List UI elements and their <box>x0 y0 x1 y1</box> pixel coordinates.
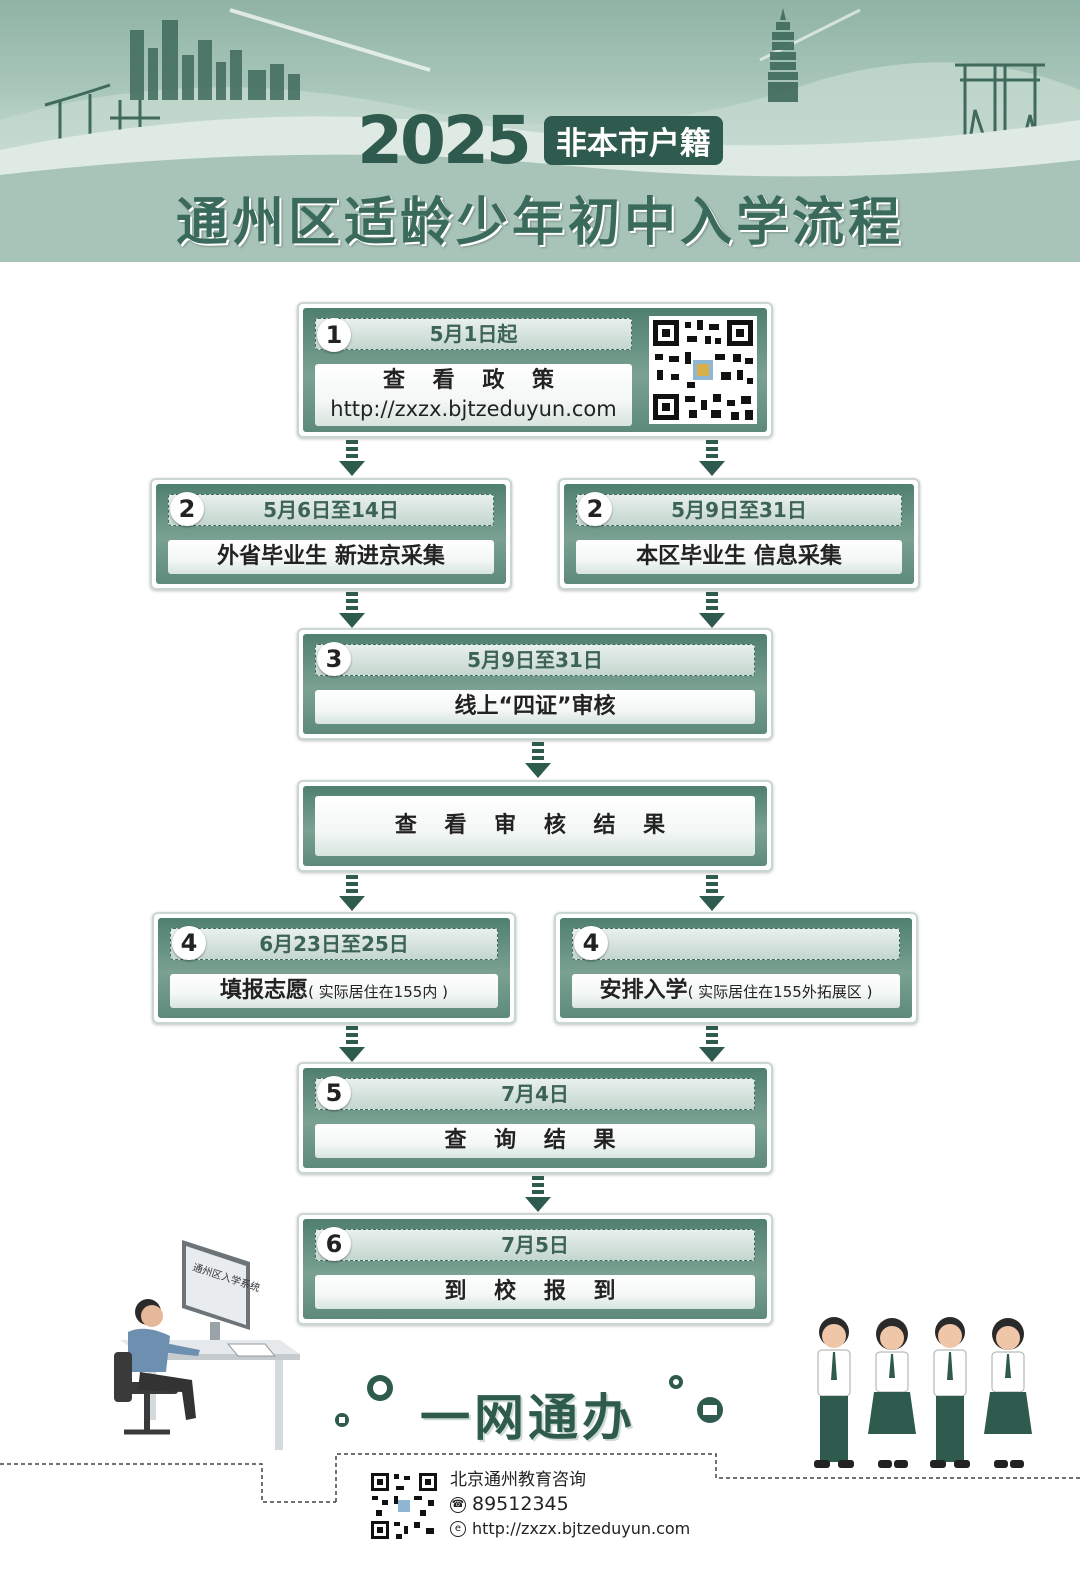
footer-phone-row: ☎ 89512345 <box>450 1492 690 1517</box>
page-title: 通州区适龄少年初中入学流程 <box>175 193 904 253</box>
year-row: 2025 非本市户籍 <box>0 102 1080 179</box>
step-2b-date: 5月9日至31日 <box>576 494 902 526</box>
step-2-outside-box: 2 5月6日至14日 外省毕业生 新进京采集 <box>150 478 512 590</box>
footer-info: 北京通州教育咨询 ☎ 89512345 e http://zxzx.bjtzeduy… <box>450 1468 690 1541</box>
step-1-box: 1 5月1日起 查 看 政 策 http://zxzx.bjtzeduyun.c… <box>297 302 773 438</box>
step-2b-label: 本区毕业生 信息采集 <box>576 540 902 574</box>
decor-icons-left <box>335 1375 393 1427</box>
student-3 <box>930 1317 970 1468</box>
footer-url[interactable]: http://zxzx.bjtzeduyun.com <box>472 1519 691 1538</box>
step-1-number: 1 <box>317 318 351 352</box>
step-5-date: 7月4日 <box>315 1078 755 1110</box>
qr-code-icon <box>649 316 757 424</box>
students-illustration <box>814 1317 1032 1468</box>
residency-badge: 非本市户籍 <box>543 116 723 165</box>
step-6-date: 7月5日 <box>315 1229 755 1261</box>
step-4a-label-bar: 填报志愿( 实际居住在155内 ) <box>170 974 498 1008</box>
step-4a-number: 4 <box>172 926 206 960</box>
step-2a-date: 5月6日至14日 <box>168 494 494 526</box>
step-1-date: 5月1日起 <box>315 318 632 350</box>
step-1-label: 查 看 政 策 <box>383 368 564 393</box>
step-6-box: 6 7月5日 到 校 报 到 <box>297 1213 773 1325</box>
student-4 <box>984 1318 1032 1468</box>
dashed-path-lines <box>0 1453 1080 1503</box>
step-2b-number: 2 <box>578 492 612 526</box>
step-4b-note: ( 实际居住在155外拓展区 ) <box>687 983 873 1001</box>
slogan: 一网通办 <box>420 1389 636 1447</box>
review-result-label: 查 看 审 核 结 果 <box>315 796 755 856</box>
step-2a-label: 外省毕业生 新进京采集 <box>168 540 494 574</box>
person-at-computer-illustration: 通州区入学系统 <box>114 1240 300 1450</box>
step-2-local-box: 2 5月9日至31日 本区毕业生 信息采集 <box>558 478 920 590</box>
step-4-assign-box: 4 安排入学( 实际居住在155外拓展区 ) <box>554 912 918 1024</box>
step-4a-note: ( 实际居住在155内 ) <box>308 983 448 1001</box>
footer-qr-code-icon <box>368 1470 440 1542</box>
step-6-number: 6 <box>317 1227 351 1261</box>
phone-icon: ☎ <box>450 1497 466 1513</box>
skyline-illustration <box>0 8 1080 262</box>
step-4a-date: 6月23日至25日 <box>170 928 498 960</box>
step-1-label-bar: 查 看 政 策 http://zxzx.bjtzeduyun.com <box>315 364 632 426</box>
step-4b-label: 安排入学 <box>599 978 688 1003</box>
student-1 <box>814 1317 854 1468</box>
year-text: 2025 <box>357 102 532 179</box>
step-5-label: 查 询 结 果 <box>315 1124 755 1158</box>
header-banner: 2025 非本市户籍 通州区适龄少年初中入学流程 <box>0 0 1080 262</box>
footer-phone[interactable]: 89512345 <box>472 1493 569 1515</box>
student-2 <box>868 1318 916 1468</box>
decor-icons-right <box>669 1375 723 1423</box>
step-5-box: 5 7月4日 查 询 结 果 <box>297 1062 773 1174</box>
step-6-label: 到 校 报 到 <box>315 1275 755 1309</box>
step-4-apply-box: 4 6月23日至25日 填报志愿( 实际居住在155内 ) <box>152 912 516 1024</box>
footer-url-row: e http://zxzx.bjtzeduyun.com <box>450 1517 690 1541</box>
step-4b-number: 4 <box>574 926 608 960</box>
review-result-box: 查 看 审 核 结 果 <box>297 780 773 872</box>
step-3-date: 5月9日至31日 <box>315 644 755 676</box>
step-3-label: 线上“四证”审核 <box>315 690 755 724</box>
step-4a-label: 填报志愿 <box>220 978 309 1003</box>
footer-org: 北京通州教育咨询 <box>450 1470 586 1490</box>
policy-url-link[interactable]: http://zxzx.bjtzeduyun.com <box>330 397 617 421</box>
step-4b-label-bar: 安排入学( 实际居住在155外拓展区 ) <box>572 974 900 1008</box>
step-4b-date <box>572 928 900 960</box>
step-3-box: 3 5月9日至31日 线上“四证”审核 <box>297 628 773 740</box>
step-3-number: 3 <box>317 642 351 676</box>
step-2a-number: 2 <box>170 492 204 526</box>
web-icon: e <box>450 1521 466 1537</box>
step-5-number: 5 <box>317 1076 351 1110</box>
